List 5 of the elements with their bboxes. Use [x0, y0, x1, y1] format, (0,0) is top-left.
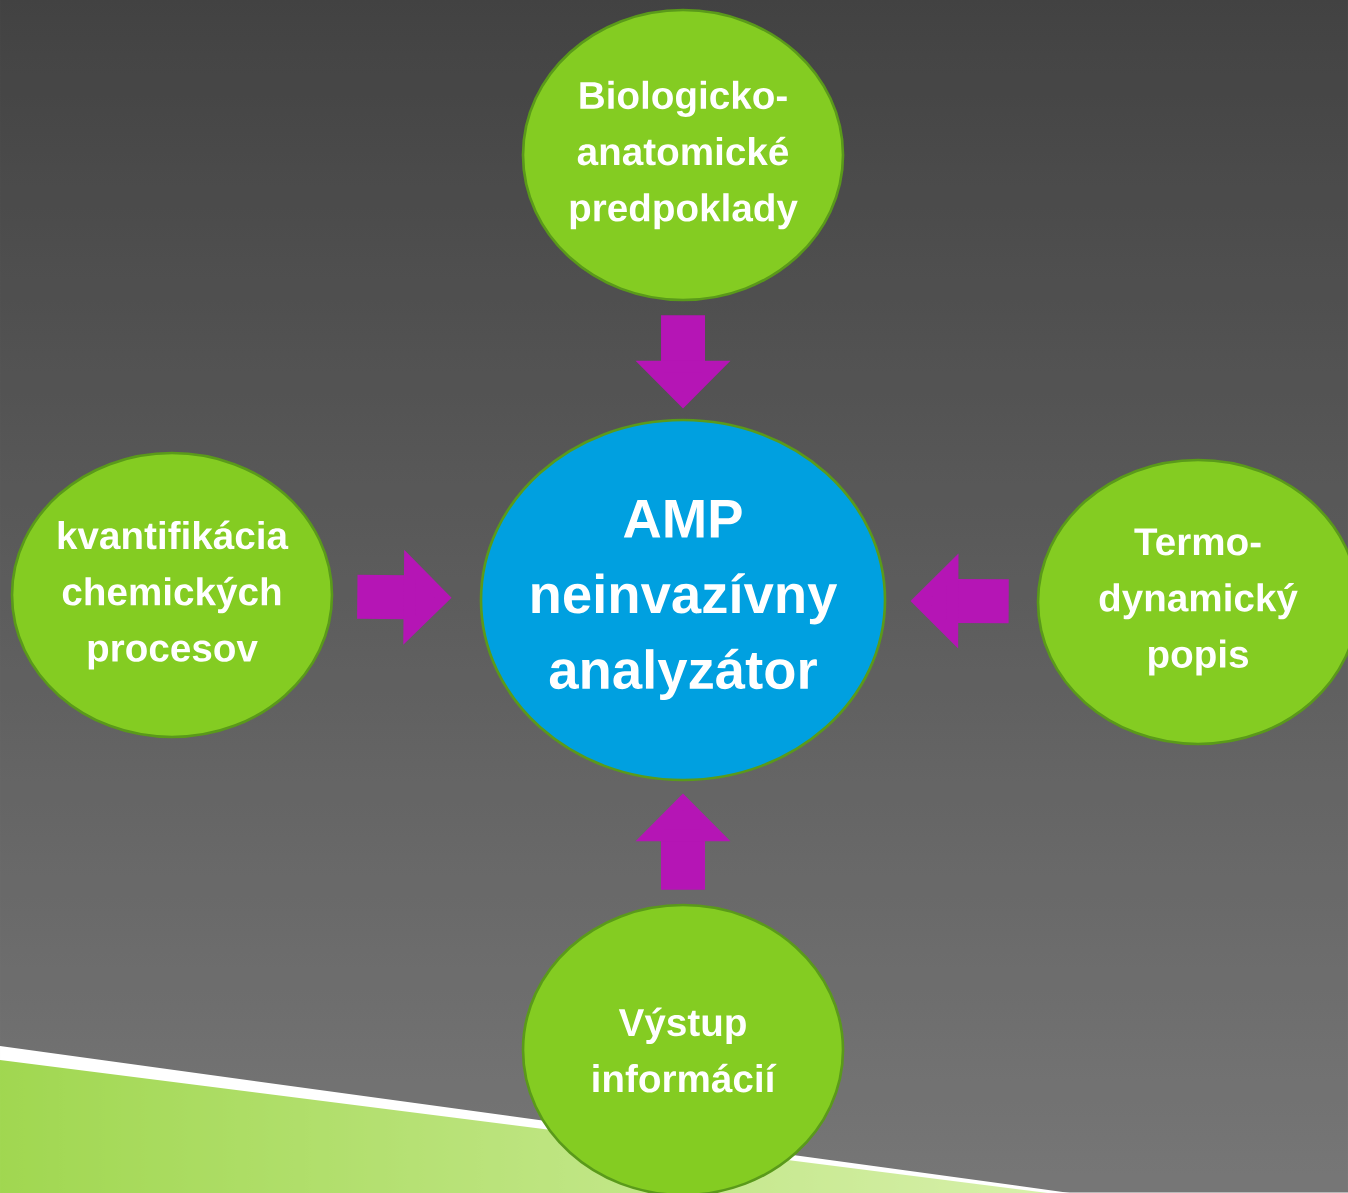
ellipse-node: Termo-dynamický popis: [1036, 458, 1348, 746]
ellipse-node: AMP neinvazívny analyzátor: [479, 418, 887, 782]
ellipse-node: kvantifikácia chemických procesov: [10, 451, 334, 739]
ellipse-node: Biologicko-anatomické predpoklady: [521, 8, 845, 302]
ellipse-node: Výstup informácií: [521, 903, 845, 1193]
